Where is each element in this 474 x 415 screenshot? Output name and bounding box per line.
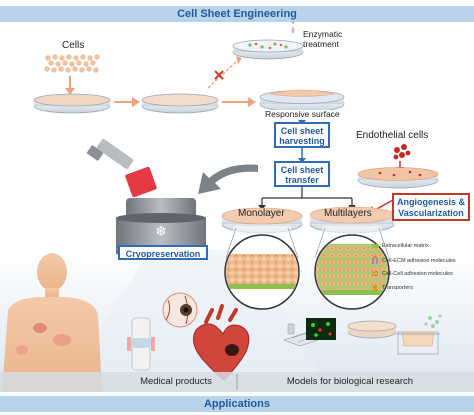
culture-plate-icon <box>347 320 397 339</box>
cryopreservation-box: Cryopreservation <box>118 245 208 260</box>
seeded-cells-cluster <box>44 54 100 73</box>
eye-icon <box>162 292 198 328</box>
transwell-insert-icon <box>396 331 440 355</box>
particles-icon <box>424 314 442 328</box>
endothelial-cells-label: Endothelial cells <box>356 130 429 141</box>
legend-item-transporters: Transporters <box>382 285 413 291</box>
monolayer-zoom-circle <box>224 234 300 310</box>
monolayer-label: Monolayer <box>238 208 285 219</box>
angiogenesis-vascularization-box: Angiogenesis & Vascularization <box>392 193 470 221</box>
cells-label: Cells <box>62 40 85 51</box>
culture-dish-2 <box>141 93 219 114</box>
applications-banner: Applications <box>0 396 474 412</box>
multilayers-label: Multilayers <box>324 208 372 219</box>
legend-icons <box>372 244 379 291</box>
cryo-vial-icon <box>86 138 157 198</box>
cell-sheet-transfer-box: Cell sheet transfer <box>274 161 330 187</box>
responsive-surface-label: Responsive surface <box>265 109 340 120</box>
human-body-figure <box>2 253 102 392</box>
title-banner: Cell Sheet Engineering <box>0 6 474 22</box>
legend-item-ecm: Extracellular matrix <box>382 243 429 249</box>
legend-item-cell-ecm: Cell-ECM adhesion molecules <box>382 258 456 264</box>
cryo-arrow <box>198 164 258 194</box>
culture-dish-1 <box>33 93 111 114</box>
legend-item-cell-cell: Cell-Cell adhesion molecules <box>382 271 453 277</box>
blocked-path-x-icon <box>214 70 224 80</box>
heart-icon <box>193 304 250 381</box>
endothelial-cells-dish <box>357 144 439 189</box>
knee-joint-icon <box>127 317 155 371</box>
svg-text:❄: ❄ <box>155 224 167 240</box>
enzymatic-dish <box>232 39 304 60</box>
fluorescence-image-icon <box>306 318 336 340</box>
models-research-label: Models for biological research <box>286 376 414 387</box>
multilayer-zoom-circle <box>314 234 390 310</box>
medical-products-label: Medical products <box>140 376 212 387</box>
enzymatic-treatment-label: Enzymatic treatment <box>303 29 343 49</box>
cell-sheet-harvesting-box: Cell sheet harvesting <box>274 122 330 148</box>
